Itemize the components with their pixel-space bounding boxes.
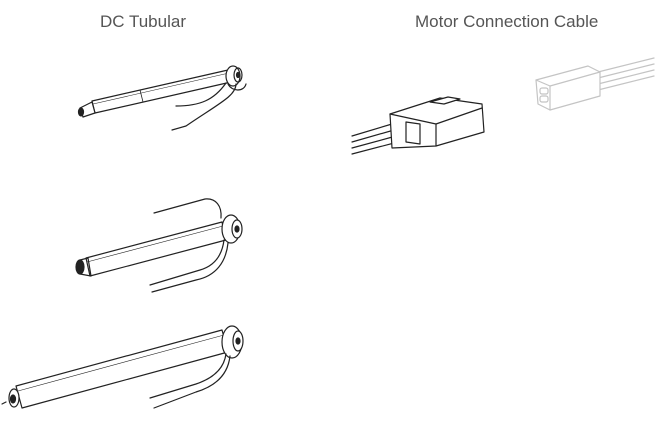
dc-tubular-motor-large-icon <box>1 325 244 409</box>
dc-tubular-motor-small-icon <box>77 65 247 131</box>
cable-connector-plug-icon <box>351 96 485 155</box>
motor-connection-cable-heading: Motor Connection Cable <box>415 12 599 31</box>
cable-connector-socket-icon <box>535 57 655 111</box>
dc-tubular-motor-medium-icon <box>75 198 243 293</box>
dc-tubular-heading: DC Tubular <box>100 12 186 31</box>
